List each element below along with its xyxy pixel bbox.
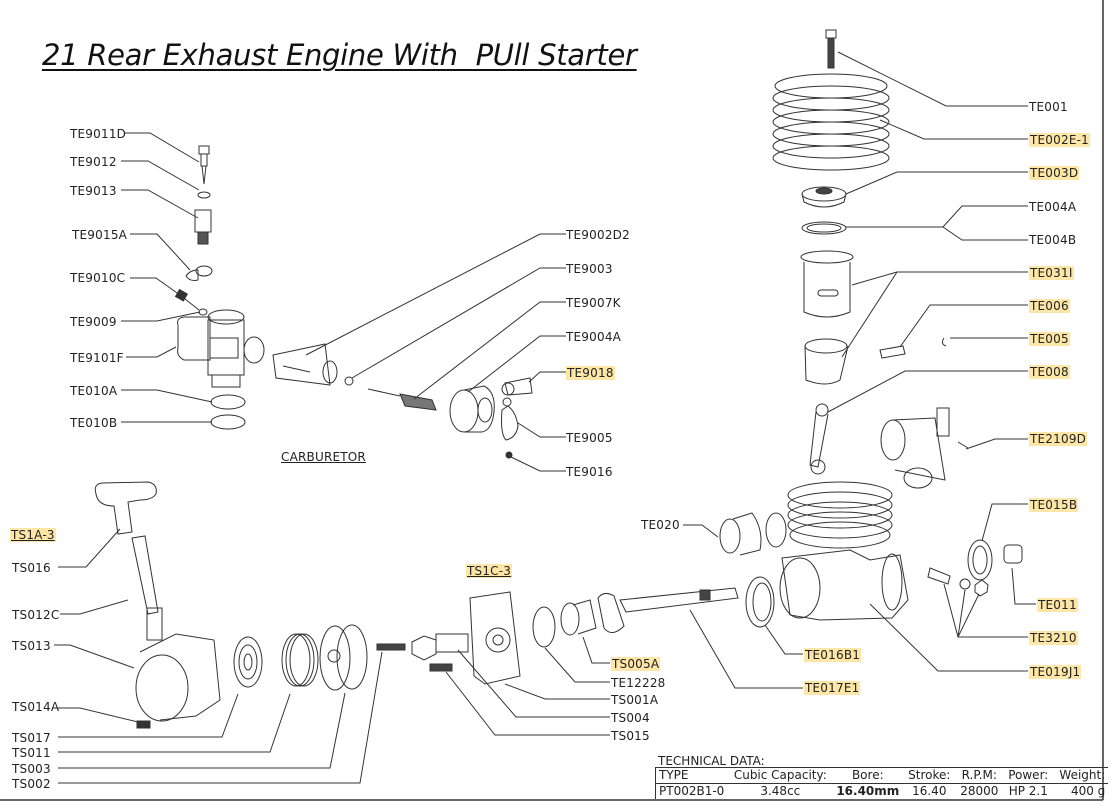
part-label-ts015: TS015	[611, 729, 650, 743]
part-label-te3210: TE3210	[1029, 631, 1078, 645]
header-cubic-capacity: Cubic Capacity:	[727, 767, 834, 784]
technical-data-value-row: PT002B1-0 3.48cc 16.40mm 16.40 28000 HP …	[655, 783, 1109, 799]
part-label-te005: TE005	[1029, 332, 1070, 346]
page-title: 21 Rear Exhaust Engine With PUll Starter	[42, 38, 637, 72]
part-label-te008: TE008	[1029, 365, 1070, 379]
value-cubic-capacity: 3.48cc	[727, 783, 834, 799]
header-power: Power:	[1002, 767, 1055, 784]
part-label-ts012c: TS012C	[12, 608, 60, 622]
part-label-te015b: TE015B	[1029, 498, 1079, 512]
part-label-te9004a: TE9004A	[566, 330, 622, 344]
part-label-te12228: TE12228	[611, 676, 666, 690]
part-label-te004b: TE004B	[1029, 233, 1077, 247]
part-label-te9013: TE9013	[70, 184, 117, 198]
part-label-te9002d2: TE9002D2	[566, 228, 630, 242]
part-label-te020: TE020	[641, 518, 680, 532]
needle-head	[198, 145, 210, 155]
part-label-te010a: TE010A	[70, 384, 118, 398]
part-label-ts016: TS016	[12, 561, 51, 575]
part-label-te9003: TE9003	[566, 262, 613, 276]
header-rpm: R.P.M:	[956, 767, 1003, 784]
part-label-te9015a: TE9015A	[72, 228, 128, 242]
part-label-te031i: TE031I	[1029, 266, 1074, 280]
cylinder-head-drawing	[772, 29, 1028, 489]
value-type: PT002B1-0	[655, 783, 728, 799]
part-label-te9010c: TE9010C	[70, 271, 126, 285]
part-label-te004a: TE004A	[1029, 200, 1077, 214]
part-label-te9005: TE9005	[566, 431, 613, 445]
part-label-te010b: TE010B	[70, 416, 118, 430]
starter-drawing	[54, 481, 625, 784]
part-label-te019j1: TE019J1	[1029, 665, 1082, 679]
part-label-ts003: TS003	[12, 762, 51, 776]
section-label-carburetor: CARBURETOR	[281, 450, 366, 464]
part-label-te2109d: TE2109D	[1029, 432, 1088, 446]
part-label-te9009: TE9009	[70, 315, 117, 329]
part-label-te017e1: TE017E1	[804, 681, 861, 695]
part-label-te9007k: TE9007K	[566, 296, 621, 310]
technical-data-table: TYPE Cubic Capacity: Bore: Stroke: R.P.M…	[655, 767, 1109, 799]
value-bore: 16.40mm	[833, 783, 903, 799]
part-label-te016b1: TE016B1	[804, 648, 862, 662]
part-label-te011: TE011	[1037, 598, 1078, 612]
technical-data-heading: TECHNICAL DATA:	[658, 754, 765, 768]
part-label-ts002: TS002	[12, 777, 51, 791]
part-label-ts013: TS013	[12, 639, 51, 653]
section-label-ts1a-3: TS1A-3	[10, 528, 56, 542]
part-label-te006: TE006	[1029, 299, 1070, 313]
section-label-ts1c-3: TS1C-3	[466, 564, 513, 578]
part-label-te9016: TE9016	[566, 465, 613, 479]
part-label-ts011: TS011	[12, 746, 51, 760]
part-label-te9011d: TE9011D	[70, 127, 127, 141]
value-power: HP 2.1	[1002, 783, 1055, 799]
part-label-ts004: TS004	[611, 711, 650, 725]
part-label-te001: TE001	[1029, 100, 1068, 114]
value-weight: 400 g	[1054, 783, 1109, 799]
header-weight: Weight:	[1054, 767, 1109, 784]
part-label-ts014a: TS014A	[12, 700, 60, 714]
part-label-te9012: TE9012	[70, 155, 117, 169]
part-label-te003d: TE003D	[1029, 166, 1080, 180]
part-label-ts001a: TS001A	[611, 693, 659, 707]
spraybar-shape	[194, 209, 212, 233]
header-stroke: Stroke:	[902, 767, 957, 784]
value-stroke: 16.40	[902, 783, 957, 799]
value-rpm: 28000	[956, 783, 1003, 799]
part-label-ts005a: TS005A	[611, 657, 661, 671]
technical-data-header-row: TYPE Cubic Capacity: Bore: Stroke: R.P.M…	[655, 767, 1109, 784]
carburetor-drawing	[121, 132, 566, 472]
header-bore: Bore:	[833, 767, 903, 784]
crankcase-drawing	[619, 481, 1036, 689]
part-label-te9018: TE9018	[566, 366, 615, 380]
part-label-te9101f: TE9101F	[70, 351, 124, 365]
washer-shape	[197, 191, 211, 199]
part-label-te002e1: TE002E-1	[1029, 133, 1090, 147]
header-type: TYPE	[655, 767, 728, 784]
part-label-ts017: TS017	[12, 731, 51, 745]
